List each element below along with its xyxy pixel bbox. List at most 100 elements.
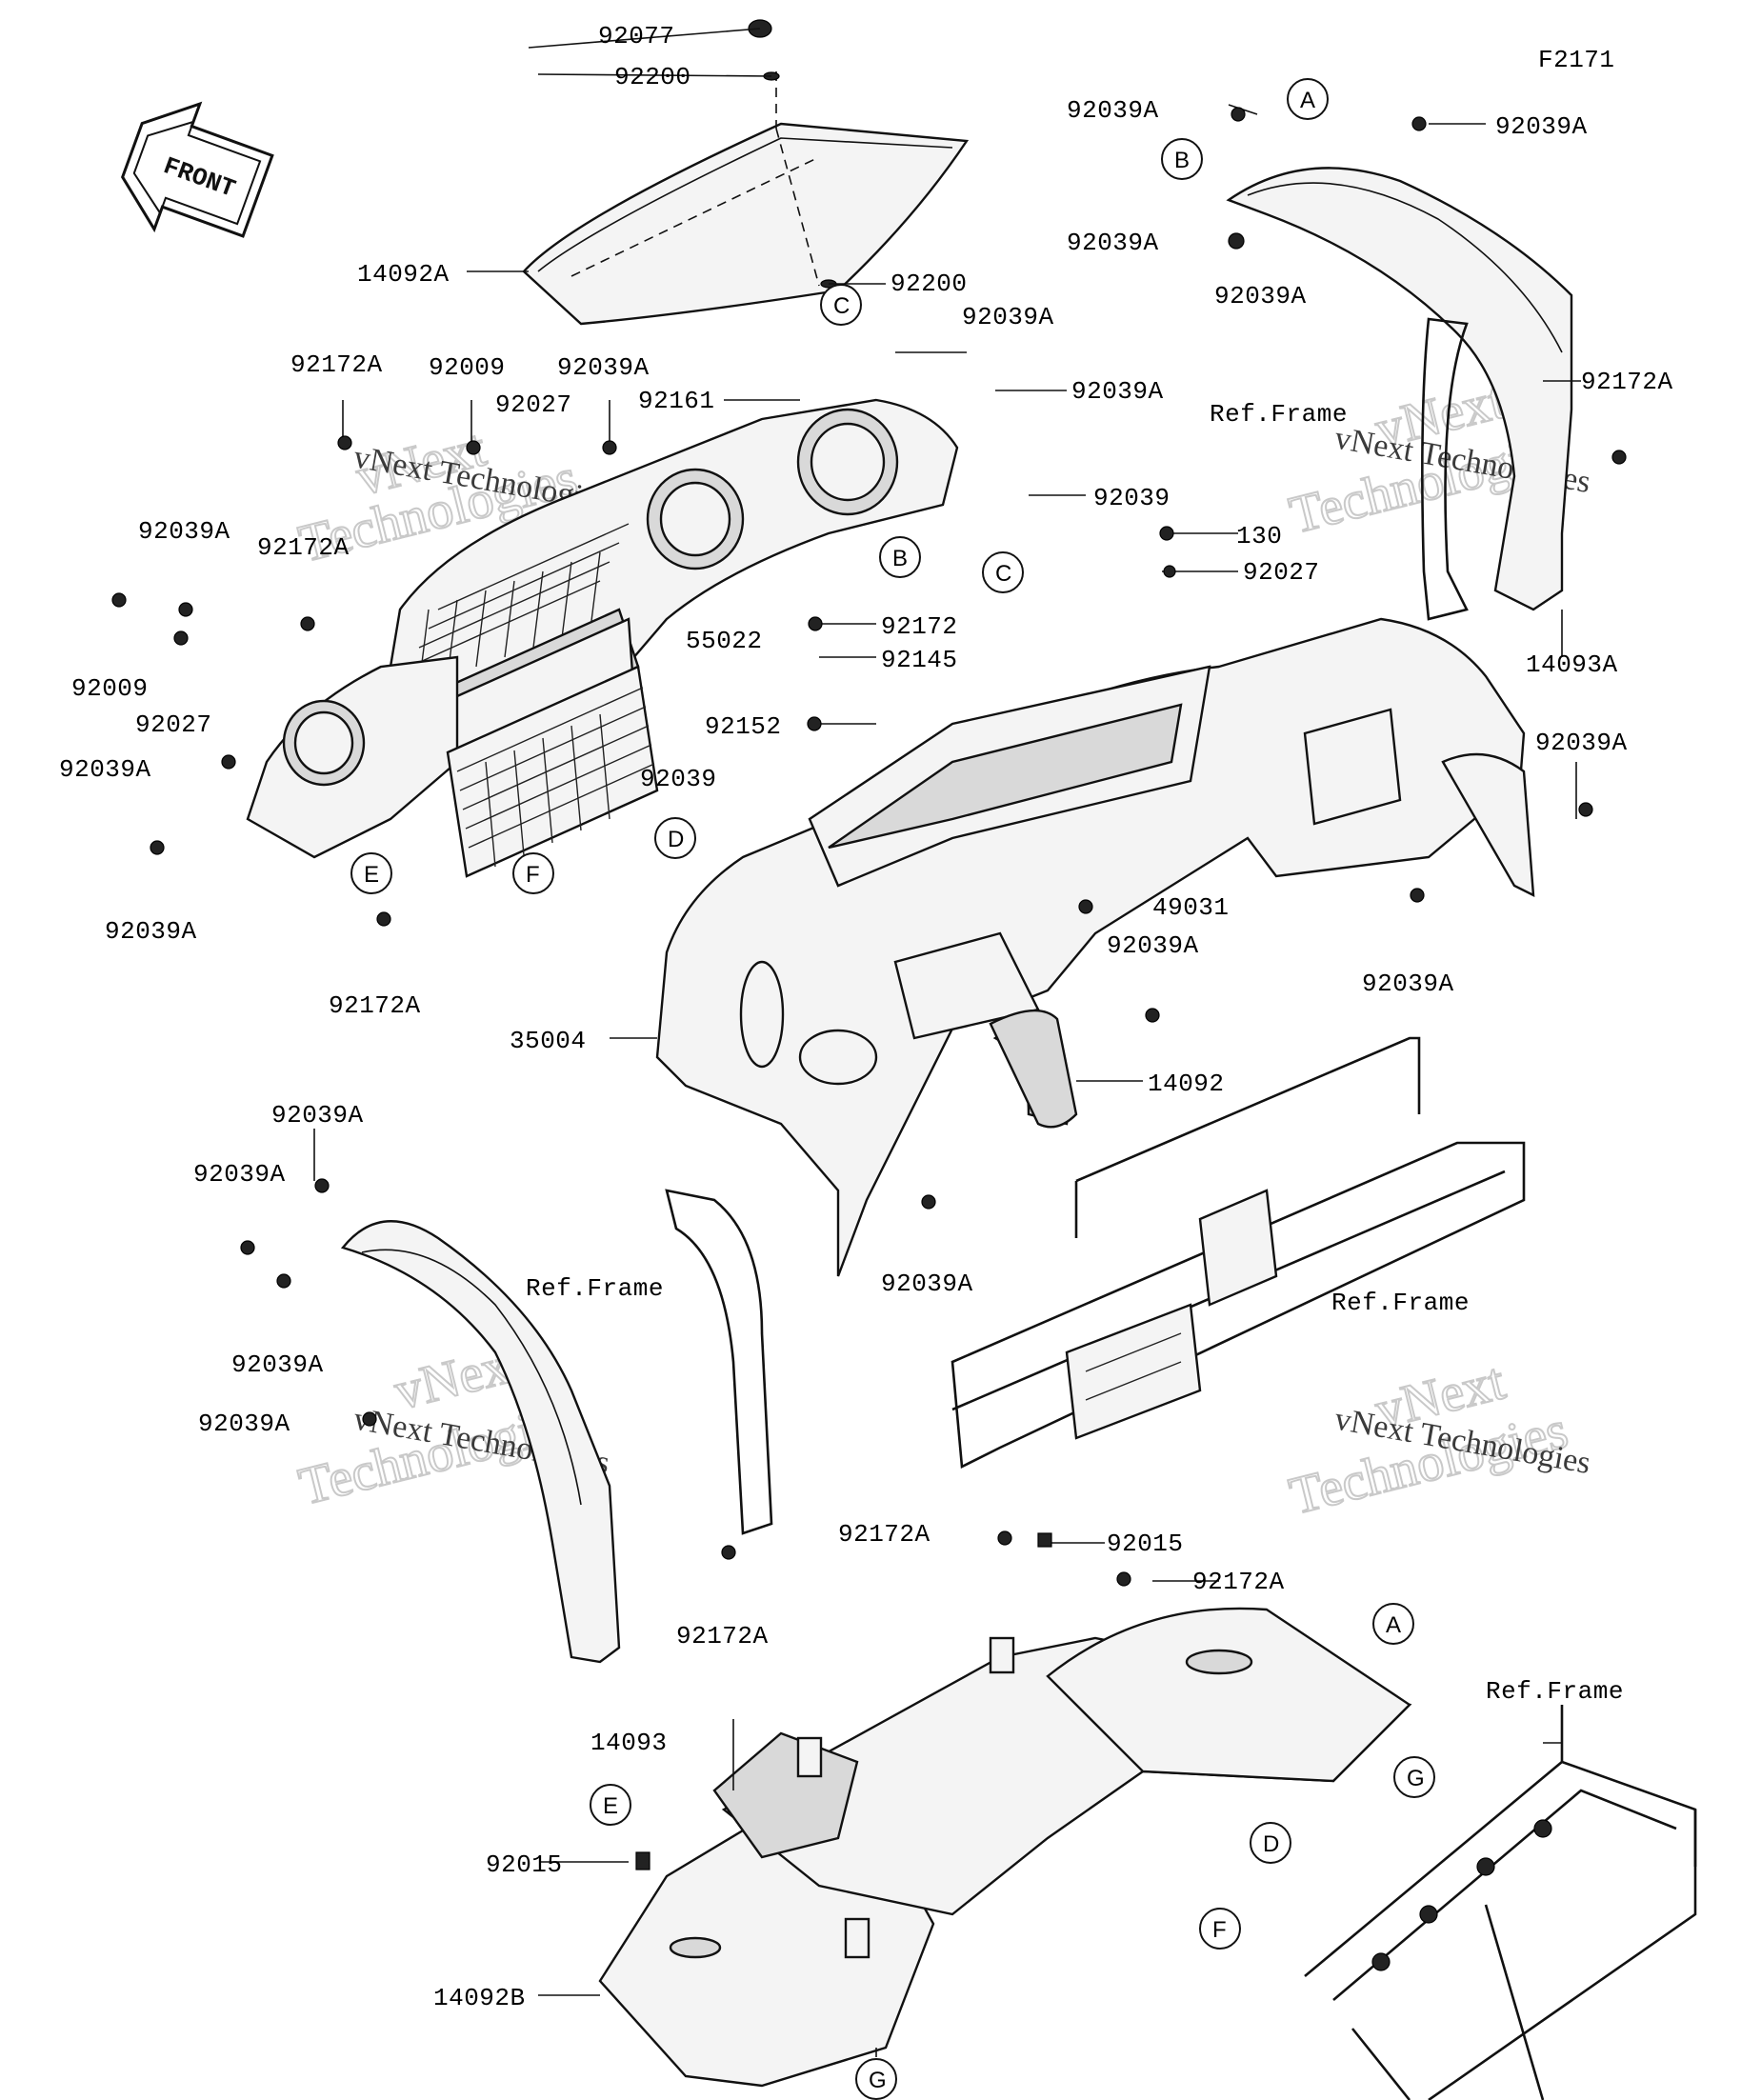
svg-text:E: E: [603, 1793, 618, 1819]
leader-lines: [313, 28, 1581, 2057]
label-92152: 92152: [705, 712, 782, 741]
label-92039A: 92039A: [105, 917, 197, 946]
svg-text:A: A: [1300, 88, 1315, 113]
ref-frame-label: Ref.Frame: [1331, 1289, 1470, 1317]
left-grill-block: [246, 655, 659, 878]
label-92039A: 92039A: [1535, 729, 1628, 757]
label-92015: 92015: [486, 1850, 563, 1879]
svg-text:G: G: [869, 2068, 887, 2093]
callout-G: G: [1393, 1756, 1435, 1798]
ref-frame-label: Ref.Frame: [1210, 400, 1348, 429]
label-92039A: 92039A: [1067, 229, 1159, 257]
label-92027: 92027: [495, 390, 572, 419]
svg-text:B: B: [892, 546, 908, 571]
label-92039A: 92039A: [271, 1101, 364, 1130]
part-labels: 92077 92200 14092A 92200 92039A 92161 92…: [59, 22, 1673, 2012]
label-92172A: 92172A: [1581, 368, 1673, 396]
label-92039A: 92039A: [138, 517, 230, 546]
label-92039A: 92039A: [962, 303, 1054, 331]
label-92172A: 92172A: [676, 1622, 769, 1650]
label-14093: 14093: [590, 1729, 668, 1757]
callout-B: B: [879, 536, 921, 578]
label-92009: 92009: [429, 353, 506, 382]
svg-text:B: B: [1174, 148, 1190, 173]
label-92172: 92172: [881, 612, 958, 641]
label-92200: 92200: [614, 63, 691, 91]
label-92027: 92027: [135, 710, 212, 739]
callout-G: G: [855, 2058, 897, 2100]
label-92172A: 92172A: [838, 1520, 931, 1549]
label-14092A: 14092A: [357, 260, 450, 289]
callout-A: A: [1287, 78, 1329, 120]
label-92039A: 92039A: [557, 353, 650, 382]
callout-C: C: [820, 284, 862, 326]
figure-code: F2171: [1538, 46, 1615, 74]
left-fender-14093: [340, 1189, 773, 1664]
callout-A: A: [1372, 1603, 1414, 1645]
label-92039A: 92039A: [231, 1350, 324, 1379]
grab-pad-14092: [989, 1009, 1078, 1129]
label-92172A: 92172A: [1192, 1568, 1285, 1596]
dash-panel-55022: [389, 398, 959, 773]
label-92039A: 92039A: [59, 755, 151, 784]
fasteners: [111, 107, 1627, 1870]
label-92039A: 92039A: [881, 1270, 973, 1298]
label-92039A: 92039A: [198, 1410, 290, 1438]
label-92027: 92027: [1243, 558, 1320, 587]
floor-panel-14092B: [598, 1607, 1412, 2088]
svg-text:D: D: [1263, 1831, 1279, 1857]
callout-D: D: [1250, 1822, 1291, 1864]
label-92039: 92039: [640, 765, 717, 793]
frame-mid-right: [951, 1036, 1526, 1470]
ref-frame-labels: Ref.Frame Ref.Frame Ref.Frame Ref.Frame: [526, 400, 1624, 1706]
label-92039A: 92039A: [1495, 112, 1588, 141]
svg-text:C: C: [833, 293, 850, 319]
label-14092B: 14092B: [433, 1984, 526, 2012]
svg-text:A: A: [1386, 1612, 1401, 1638]
label-92172A: 92172A: [290, 350, 383, 379]
label-14092: 14092: [1148, 1070, 1225, 1098]
ref-frame-label: Ref.Frame: [526, 1274, 664, 1303]
label-92077: 92077: [598, 22, 675, 50]
label-49031: 49031: [1152, 893, 1230, 922]
label-92039A: 92039A: [1067, 96, 1159, 125]
svg-text:E: E: [364, 862, 379, 888]
label-92009: 92009: [71, 674, 149, 703]
callout-B: B: [1161, 138, 1203, 180]
label-92200: 92200: [891, 270, 968, 298]
label-92039A: 92039A: [1107, 931, 1199, 960]
label-92039A: 92039A: [1071, 377, 1164, 406]
label-92039: 92039: [1093, 484, 1171, 512]
svg-text:F: F: [1212, 1917, 1227, 1943]
label-92172A: 92172A: [329, 991, 421, 1020]
svg-text:D: D: [668, 827, 684, 852]
right-fender-14093A: [1226, 167, 1573, 621]
label-92161: 92161: [638, 387, 715, 415]
front-arrow-icon: FRONT: [121, 101, 274, 238]
svg-text:F: F: [526, 862, 540, 888]
callout-E: E: [590, 1784, 631, 1826]
label-55022: 55022: [686, 627, 763, 655]
label-35004: 35004: [510, 1027, 587, 1055]
label-92039A: 92039A: [1362, 970, 1454, 998]
callout-F: F: [1199, 1908, 1241, 1950]
svg-text:C: C: [995, 561, 1011, 587]
callouts: A B C B C D E F A E D F G G: [350, 78, 1435, 2100]
label-14093A: 14093A: [1526, 650, 1618, 679]
main-body-35004: [655, 617, 1535, 1277]
frame-bottom-right: [1304, 1705, 1697, 2100]
label-92015: 92015: [1107, 1530, 1184, 1558]
callout-F: F: [512, 852, 554, 894]
label-92145: 92145: [881, 646, 958, 674]
svg-text:G: G: [1407, 1766, 1425, 1791]
label-130: 130: [1236, 522, 1282, 550]
label-92039A: 92039A: [193, 1160, 286, 1189]
callout-D: D: [654, 817, 696, 859]
label-92039A: 92039A: [1214, 282, 1307, 310]
ref-frame-label: Ref.Frame: [1486, 1677, 1624, 1706]
callout-E: E: [350, 852, 392, 894]
top-cover-14092A: [522, 19, 970, 326]
callout-C: C: [982, 551, 1024, 593]
label-92172A: 92172A: [257, 533, 350, 562]
